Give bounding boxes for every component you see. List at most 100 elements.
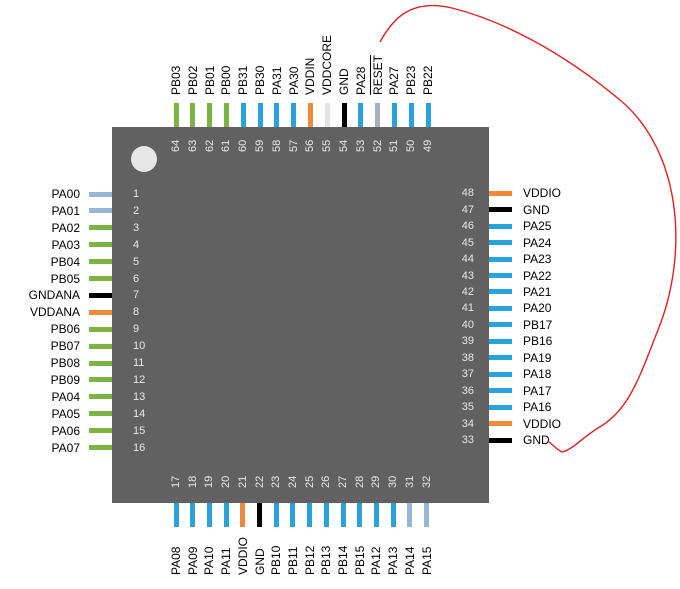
- pin-30-pa13: [390, 503, 396, 527]
- label-pa16: PA16: [523, 400, 552, 415]
- pin-51-pa27: [391, 103, 397, 127]
- label-pa01: PA01: [51, 203, 80, 218]
- pin-number-37: 37: [461, 368, 474, 381]
- pin-number-58: 58: [270, 139, 283, 152]
- pin-10-pb07: [89, 343, 112, 349]
- pin-number-12: 12: [133, 373, 146, 386]
- pin-19-pa10: [206, 503, 212, 527]
- label-pa12: PA12: [369, 546, 384, 575]
- pin-36-pa17: [489, 388, 512, 394]
- pin-number-5: 5: [133, 255, 140, 268]
- pin-20-pa11: [223, 503, 229, 527]
- label-pa02: PA02: [51, 220, 80, 235]
- label-pa28: PA28: [353, 66, 368, 95]
- label-pa09: PA09: [185, 546, 200, 575]
- pin-14-pa05: [89, 411, 112, 417]
- label-pb02: PB02: [185, 65, 200, 95]
- pin-49-pb22: [425, 103, 431, 127]
- pin-number-10: 10: [133, 340, 146, 353]
- pin-21-vddio: [240, 503, 246, 527]
- label-pb22: PB22: [421, 65, 435, 95]
- label-pa25: PA25: [523, 219, 552, 234]
- pin-number-3: 3: [133, 221, 140, 234]
- pin-number-28: 28: [353, 475, 366, 488]
- pin-number-43: 43: [461, 269, 474, 282]
- label-pa17: PA17: [523, 383, 552, 398]
- pin-number-48: 48: [461, 187, 474, 200]
- label-pb11: PB11: [285, 546, 300, 575]
- pin-number-9: 9: [133, 323, 140, 336]
- pin-53-pa28: [358, 103, 364, 127]
- pin-11-pb08: [89, 360, 112, 366]
- pin-23-pb10: [273, 503, 279, 527]
- pin-number-62: 62: [203, 139, 216, 152]
- pin-2-pa01: [89, 208, 112, 214]
- pin-number-29: 29: [370, 475, 383, 488]
- pin-number-21: 21: [236, 475, 249, 488]
- pin-32-pa15: [424, 503, 429, 527]
- pin-15-pa06: [89, 428, 112, 434]
- pin-number-60: 60: [237, 139, 250, 152]
- pin-60-pb31: [240, 103, 246, 127]
- pin-number-63: 63: [186, 139, 199, 152]
- pin-number-46: 46: [461, 220, 474, 233]
- label-pa13: PA13: [386, 546, 401, 575]
- pin-5-pb04: [89, 259, 112, 265]
- pin-38-pa19: [489, 355, 512, 361]
- label-gndana: GNDANA: [28, 288, 80, 303]
- label-pa15: PA15: [419, 546, 434, 575]
- pin-52-reset: [375, 103, 381, 127]
- label-vddio: VDDIO: [523, 186, 562, 201]
- pin-34-vddio: [489, 421, 512, 427]
- pin-number-45: 45: [461, 236, 474, 249]
- pin-number-55: 55: [321, 139, 334, 152]
- pin-number-56: 56: [304, 139, 317, 152]
- pin-29-pa12: [373, 503, 379, 527]
- label-pa31: PA31: [269, 66, 284, 95]
- label-pa27: PA27: [387, 66, 402, 95]
- pin-17-pa08: [173, 503, 179, 527]
- label-vddana: VDDANA: [29, 305, 80, 320]
- pin-9-pb06: [89, 326, 112, 332]
- pin-number-2: 2: [133, 204, 140, 217]
- label-pa10: PA10: [202, 546, 217, 575]
- label-pb12: PB12: [302, 545, 317, 575]
- label-pb09: PB09: [50, 372, 80, 387]
- label-vddin: VDDIN: [303, 57, 318, 95]
- pin-43-pa22: [489, 273, 512, 278]
- label-pb14: PB14: [336, 545, 350, 575]
- pin-57-pa30: [291, 103, 297, 127]
- pin-59-pb30: [257, 103, 263, 127]
- label-pa18: PA18: [523, 367, 552, 382]
- pin-number-32: 32: [420, 475, 433, 488]
- label-pa04: PA04: [51, 389, 80, 404]
- pin-number-30: 30: [387, 475, 400, 488]
- pin-27-pb14: [340, 503, 346, 527]
- pin-number-64: 64: [170, 139, 182, 152]
- label-pa11: PA11: [219, 547, 234, 575]
- pin-24-pb11: [290, 503, 296, 527]
- pin-number-54: 54: [338, 139, 350, 152]
- label-pb31: PB31: [236, 65, 251, 95]
- pin-48-vddio: [489, 190, 512, 196]
- label-pa22: PA22: [523, 268, 552, 283]
- label-gnd: GND: [337, 68, 351, 95]
- label-gnd: GND: [252, 548, 267, 575]
- pin-16-pa07: [89, 445, 112, 450]
- label-pa00: PA00: [51, 187, 80, 201]
- pin-22-gnd: [257, 503, 262, 527]
- pin-number-42: 42: [461, 285, 474, 298]
- label-pb30: PB30: [253, 65, 267, 95]
- pin-number-24: 24: [286, 475, 299, 488]
- pin-62-pb01: [207, 103, 213, 127]
- pin-number-25: 25: [303, 475, 316, 488]
- label-pb13: PB13: [319, 545, 334, 575]
- chip-package: [112, 127, 489, 503]
- pin-61-pb00: [223, 103, 229, 127]
- pin-number-19: 19: [203, 475, 216, 488]
- label-pa21: PA21: [523, 284, 552, 299]
- label-reset: RESET: [370, 54, 385, 95]
- pin-40-pb17: [489, 322, 512, 328]
- label-pa08: PA08: [169, 546, 183, 575]
